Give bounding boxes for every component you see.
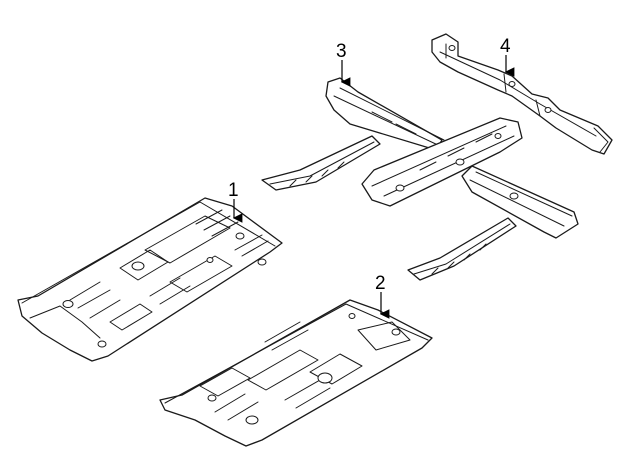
floor-crossmember-part-3 — [261, 77, 579, 281]
rear-crossmember-part-4 — [431, 33, 613, 155]
callout-number-4: 4 — [500, 36, 511, 57]
front-floor-pan-part-1 — [17, 197, 283, 362]
callout-number-3: 3 — [336, 41, 347, 62]
callout-number-1: 1 — [228, 180, 239, 201]
callout-3: 3 — [336, 41, 351, 87]
callout-number-2: 2 — [375, 273, 386, 294]
callout-4: 4 — [500, 36, 515, 77]
callout-2: 2 — [375, 273, 390, 319]
callout-1: 1 — [228, 180, 243, 223]
rear-floor-pan-part-2 — [159, 299, 433, 447]
